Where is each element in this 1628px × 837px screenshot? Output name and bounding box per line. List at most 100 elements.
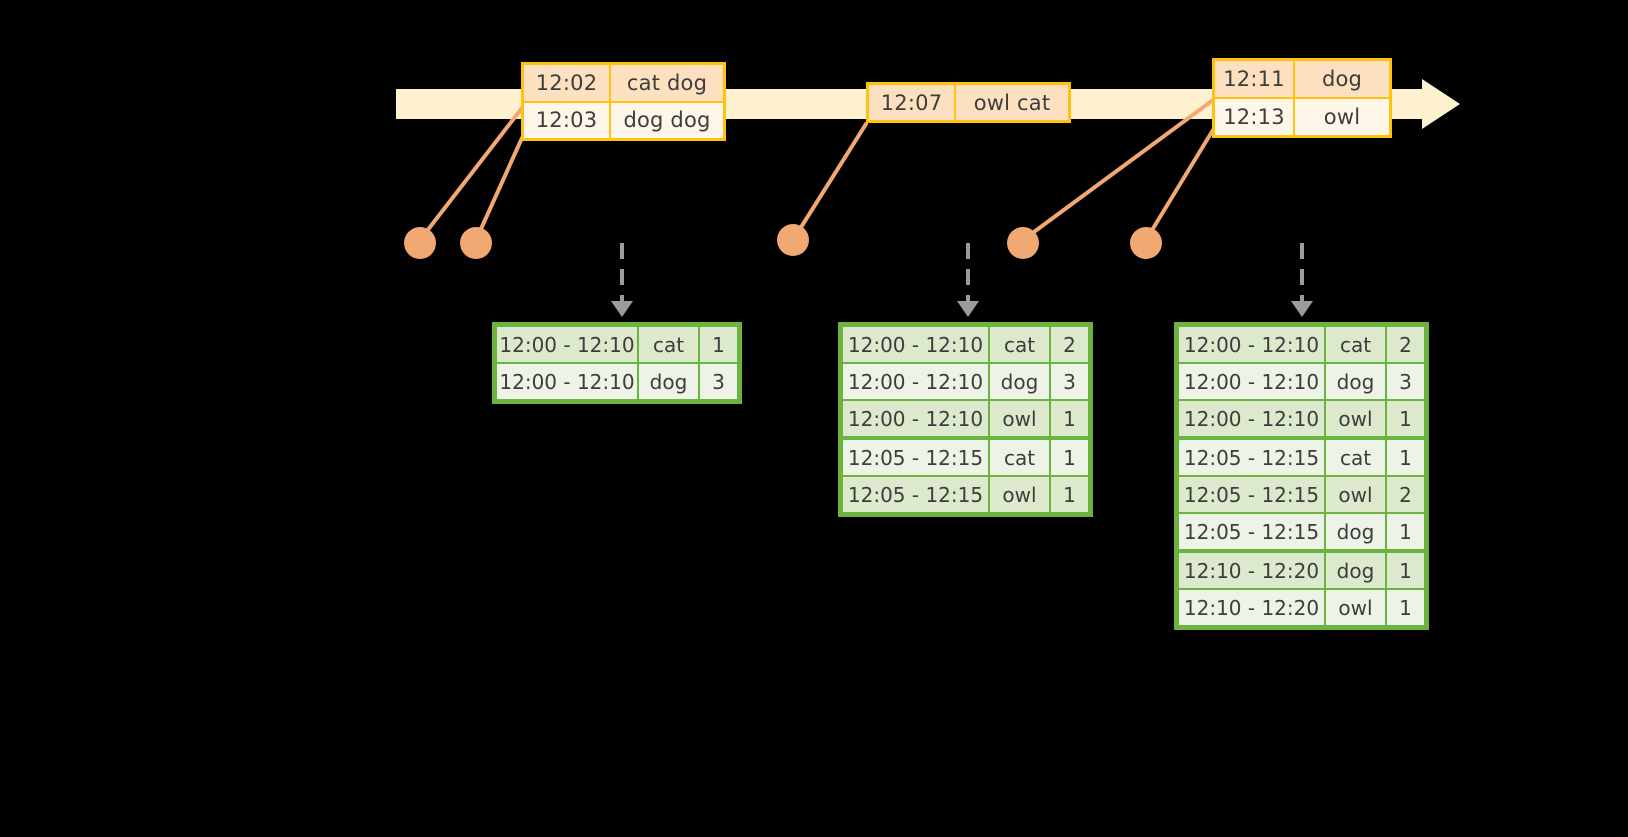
- dashed-arrow-shaft: [1300, 243, 1304, 303]
- event-row[interactable]: 12:13 owl: [1215, 97, 1389, 135]
- count-cell: 1: [1387, 590, 1424, 625]
- event-group-1[interactable]: 12:02 cat dog 12:03 dog dog: [521, 62, 726, 141]
- table-row[interactable]: 12:05 - 12:15 dog 1: [1179, 514, 1424, 549]
- result-table-1[interactable]: 12:00 - 12:10 cat 1 12:00 - 12:10 dog 3: [492, 322, 742, 404]
- table-row[interactable]: 12:00 - 12:10 owl 1: [843, 401, 1088, 436]
- connector-line-2: [474, 136, 524, 242]
- word-cell: dog: [1326, 514, 1385, 549]
- table-row[interactable]: 12:00 - 12:10 owl 1: [1179, 401, 1424, 436]
- word-cell: cat: [1326, 440, 1385, 475]
- window-cell: 12:10 - 12:20: [1179, 590, 1324, 625]
- window-cell: 12:00 - 12:10: [843, 327, 988, 362]
- arrow-head-icon: [611, 301, 633, 317]
- window-cell: 12:00 - 12:10: [497, 364, 637, 399]
- word-cell: owl: [1326, 401, 1385, 436]
- window-cell: 12:05 - 12:15: [843, 477, 988, 512]
- event-words: cat dog: [611, 65, 723, 101]
- word-cell: owl: [990, 477, 1049, 512]
- table-row[interactable]: 12:05 - 12:15 owl 1: [843, 477, 1088, 512]
- result-table-3[interactable]: 12:00 - 12:10 cat 2 12:00 - 12:10 dog 3 …: [1174, 322, 1429, 630]
- event-row[interactable]: 12:07 owl cat: [869, 85, 1068, 120]
- count-cell: 1: [700, 327, 737, 362]
- window-cell: 12:05 - 12:15: [1179, 440, 1324, 475]
- count-cell: 1: [1387, 440, 1424, 475]
- table-row[interactable]: 12:05 - 12:15 owl 2: [1179, 477, 1424, 512]
- word-cell: owl: [1326, 590, 1385, 625]
- connector-line-1: [418, 106, 524, 242]
- window-cell: 12:00 - 12:10: [1179, 401, 1324, 436]
- window-cell: 12:05 - 12:15: [1179, 477, 1324, 512]
- event-group-3[interactable]: 12:11 dog 12:13 owl: [1212, 58, 1392, 138]
- count-cell: 1: [1051, 401, 1088, 436]
- dashed-arrow-shaft: [620, 243, 624, 303]
- dashed-arrow-1: [611, 243, 633, 317]
- event-time: 12:02: [524, 65, 611, 101]
- connector-dot-1: [404, 227, 436, 259]
- window-cell: 12:00 - 12:10: [843, 401, 988, 436]
- count-cell: 2: [1051, 327, 1088, 362]
- table-row[interactable]: 12:00 - 12:10 dog 3: [497, 364, 737, 399]
- count-cell: 2: [1387, 327, 1424, 362]
- window-cell: 12:05 - 12:15: [843, 440, 988, 475]
- event-time: 12:03: [524, 102, 611, 138]
- event-row[interactable]: 12:02 cat dog: [524, 65, 723, 101]
- count-cell: 3: [1387, 364, 1424, 399]
- event-row[interactable]: 12:03 dog dog: [524, 100, 723, 138]
- word-cell: cat: [639, 327, 698, 362]
- connector-dot-2: [460, 227, 492, 259]
- event-words: owl: [1323, 105, 1361, 129]
- table-row[interactable]: 12:00 - 12:10 cat 2: [1179, 327, 1424, 362]
- word-cell: dog: [639, 364, 698, 399]
- event-time: 12:11: [1215, 61, 1295, 97]
- table-row[interactable]: 12:00 - 12:10 cat 2: [843, 327, 1088, 362]
- word-cell: dog: [990, 364, 1049, 399]
- window-cell: 12:05 - 12:15: [1179, 514, 1324, 549]
- count-cell: 1: [1387, 514, 1424, 549]
- window-cell: 12:00 - 12:10: [1179, 364, 1324, 399]
- table-row[interactable]: 12:00 - 12:10 cat 1: [497, 327, 737, 362]
- word-cell: cat: [990, 440, 1049, 475]
- arrow-head-icon: [1291, 301, 1313, 317]
- table-row[interactable]: 12:10 - 12:20 owl 1: [1179, 590, 1424, 625]
- dashed-arrow-shaft: [966, 243, 970, 303]
- event-time: 12:07: [869, 85, 956, 120]
- word-cell: dog: [1326, 553, 1385, 588]
- connector-dot-3: [777, 224, 809, 256]
- connector-dot-5: [1130, 227, 1162, 259]
- count-cell: 1: [1387, 401, 1424, 436]
- event-time: 12:13: [1215, 99, 1295, 135]
- connector-line-3: [791, 122, 868, 242]
- arrow-head-icon: [957, 301, 979, 317]
- table-row[interactable]: 12:00 - 12:10 dog 3: [1179, 364, 1424, 399]
- event-words: dog dog: [623, 108, 711, 133]
- count-cell: 3: [700, 364, 737, 399]
- word-cell: owl: [1326, 477, 1385, 512]
- window-cell: 12:00 - 12:10: [843, 364, 988, 399]
- table-row[interactable]: 12:10 - 12:20 dog 1: [1179, 553, 1424, 588]
- result-table-2[interactable]: 12:00 - 12:10 cat 2 12:00 - 12:10 dog 3 …: [838, 322, 1093, 517]
- count-cell: 3: [1051, 364, 1088, 399]
- word-cell: cat: [990, 327, 1049, 362]
- window-cell: 12:10 - 12:20: [1179, 553, 1324, 588]
- event-words: owl cat: [956, 85, 1068, 120]
- window-cell: 12:00 - 12:10: [497, 327, 637, 362]
- event-row[interactable]: 12:11 dog: [1215, 61, 1389, 97]
- count-cell: 1: [1051, 440, 1088, 475]
- dashed-arrow-2: [957, 243, 979, 317]
- word-cell: cat: [1326, 327, 1385, 362]
- event-group-2[interactable]: 12:07 owl cat: [866, 82, 1071, 123]
- connector-line-5: [1144, 128, 1215, 242]
- table-row[interactable]: 12:05 - 12:15 cat 1: [1179, 440, 1424, 475]
- table-row[interactable]: 12:00 - 12:10 dog 3: [843, 364, 1088, 399]
- window-cell: 12:00 - 12:10: [1179, 327, 1324, 362]
- count-cell: 1: [1387, 553, 1424, 588]
- table-row[interactable]: 12:05 - 12:15 cat 1: [843, 440, 1088, 475]
- timeline-arrow-head-icon: [1422, 79, 1460, 129]
- count-cell: 2: [1387, 477, 1424, 512]
- event-words: dog: [1295, 61, 1389, 97]
- connector-dot-4: [1007, 227, 1039, 259]
- word-cell: owl: [990, 401, 1049, 436]
- count-cell: 1: [1051, 477, 1088, 512]
- word-cell: dog: [1326, 364, 1385, 399]
